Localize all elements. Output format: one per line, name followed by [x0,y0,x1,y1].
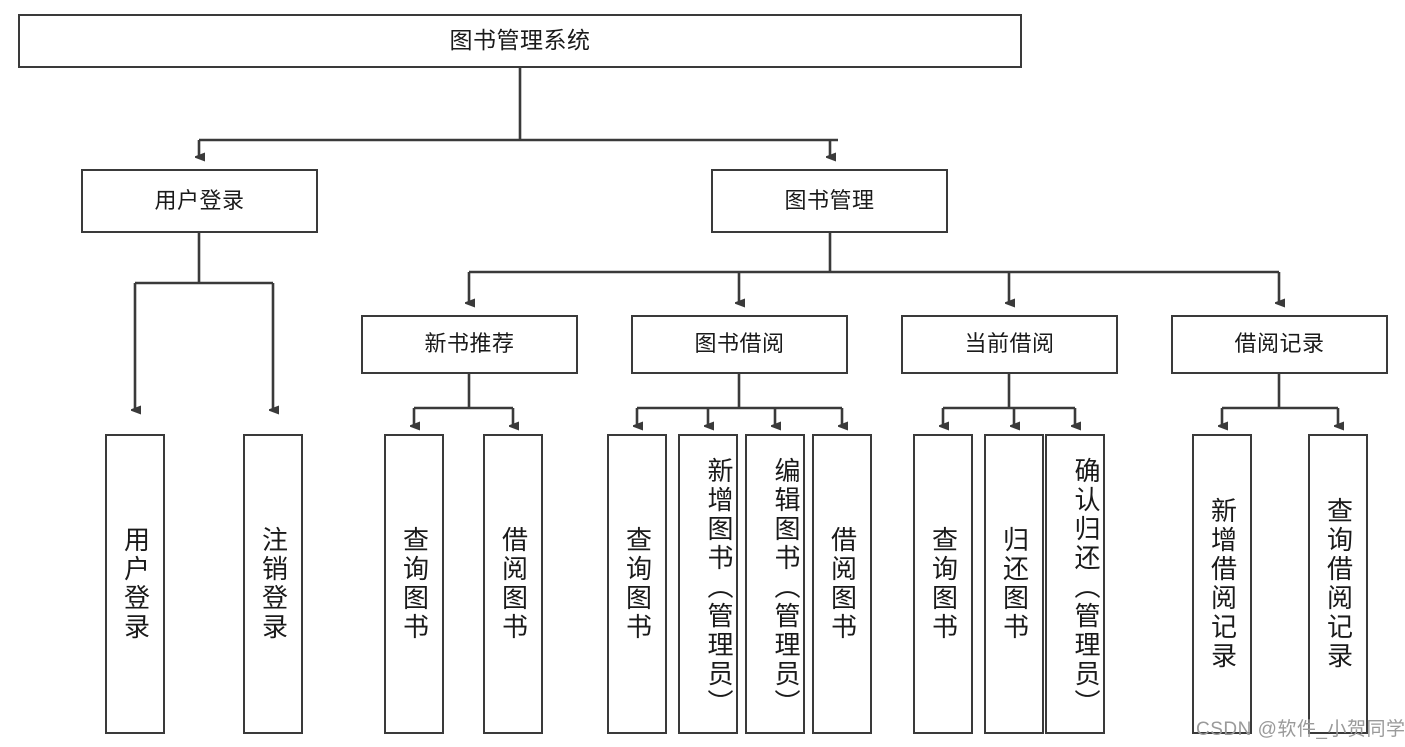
node-book-manage[interactable]: 图书管理 [711,169,948,233]
node-leaf-borrow-book-2[interactable]: 借阅图书 [812,434,872,734]
node-book-borrow[interactable]: 图书借阅 [631,315,848,374]
node-leaf-query-book-3[interactable]: 查询图书 [913,434,973,734]
node-current-borrow[interactable]: 当前借阅 [901,315,1118,374]
node-leaf-user-login-label: 用户登录 [120,526,151,642]
node-new-book-rec-label: 新书推荐 [424,331,515,357]
node-user-login-label: 用户登录 [154,187,245,213]
node-leaf-query-book-2[interactable]: 查询图书 [607,434,667,734]
node-leaf-query-book-2-label: 查询图书 [622,526,653,642]
node-leaf-query-book-3-label: 查询图书 [928,526,959,642]
node-leaf-borrow-book-1-label: 借阅图书 [498,526,529,642]
node-leaf-query-book-1[interactable]: 查询图书 [384,434,444,734]
node-leaf-add-record-label: 新增借阅记录 [1207,497,1238,671]
node-leaf-logout[interactable]: 注销登录 [243,434,303,734]
node-borrow-record-label: 借阅记录 [1234,331,1325,357]
node-leaf-add-record[interactable]: 新增借阅记录 [1192,434,1252,734]
node-leaf-confirm-return[interactable]: 确认归还（管理员） [1045,434,1105,734]
node-leaf-logout-label: 注销登录 [258,526,289,642]
node-borrow-record[interactable]: 借阅记录 [1171,315,1388,374]
node-user-login[interactable]: 用户登录 [81,169,318,233]
node-leaf-borrow-book-1[interactable]: 借阅图书 [483,434,543,734]
node-new-book-rec[interactable]: 新书推荐 [361,315,578,374]
node-leaf-query-record[interactable]: 查询借阅记录 [1308,434,1368,734]
node-leaf-add-book-label: 新增图书（管理员） [704,456,734,718]
node-leaf-user-login[interactable]: 用户登录 [105,434,165,734]
node-leaf-return-book-label: 归还图书 [999,526,1030,642]
node-root[interactable]: 图书管理系统 [18,14,1022,68]
watermark-text: CSDN @软件_小贺同学 [1196,719,1405,740]
node-leaf-borrow-book-2-label: 借阅图书 [827,526,858,642]
node-leaf-confirm-return-label: 确认归还（管理员） [1071,456,1101,718]
node-leaf-edit-book[interactable]: 编辑图书（管理员） [745,434,805,734]
node-leaf-edit-book-label: 编辑图书（管理员） [771,456,801,718]
node-leaf-query-record-label: 查询借阅记录 [1323,497,1354,671]
node-leaf-add-book[interactable]: 新增图书（管理员） [678,434,738,734]
node-current-borrow-label: 当前借阅 [964,331,1055,357]
node-book-manage-label: 图书管理 [784,187,875,213]
node-book-borrow-label: 图书借阅 [694,331,785,357]
node-leaf-query-book-1-label: 查询图书 [399,526,430,642]
node-leaf-return-book[interactable]: 归还图书 [984,434,1044,734]
node-root-label: 图书管理系统 [449,27,591,54]
